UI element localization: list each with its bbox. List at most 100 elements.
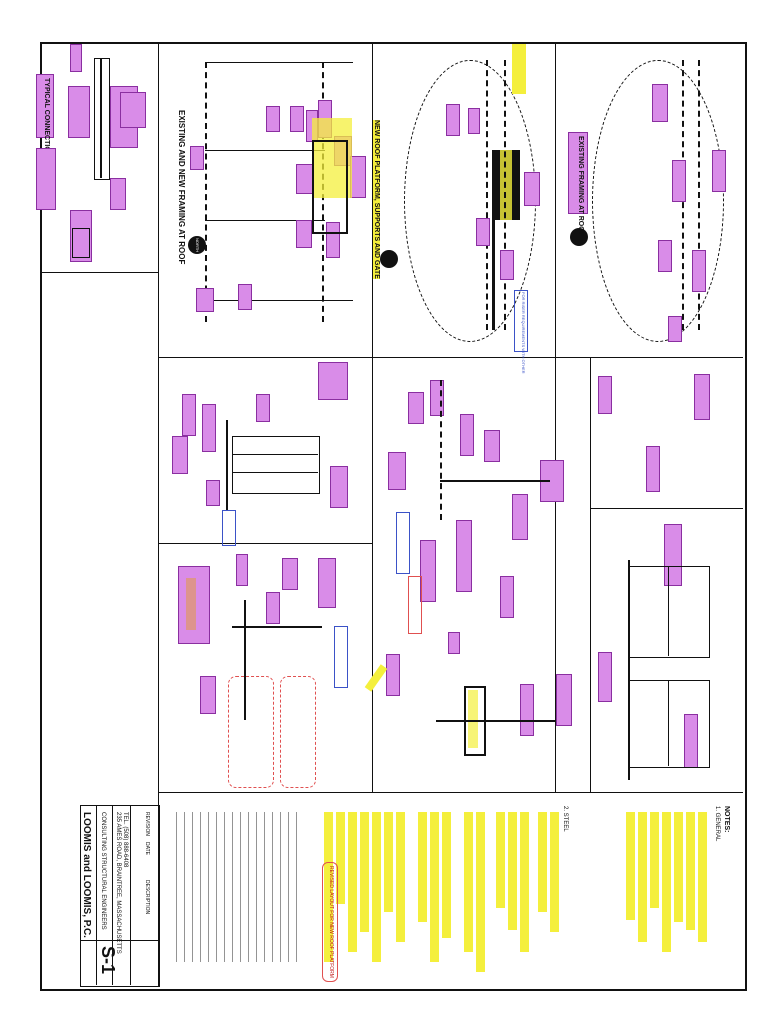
divider-h-590 (590, 508, 743, 509)
tb-line-4 (80, 940, 158, 941)
note-line-3 (674, 812, 683, 922)
highlight-platform-deck (500, 150, 512, 220)
markup-midcenter-4 (460, 414, 474, 456)
markup-left-5 (110, 178, 126, 210)
title-block-firm: LOOMIS and LOOMIS, P.C. (81, 812, 92, 938)
note-line-11 (508, 812, 517, 930)
markup-existing-3 (672, 160, 686, 202)
gate-frame-3-bar (668, 680, 669, 766)
markup-left-3 (36, 148, 56, 210)
note-line-24 (324, 812, 333, 962)
revised-callout-box (322, 862, 338, 982)
note-line-15 (442, 812, 451, 938)
markup-framing-8 (296, 220, 312, 248)
divider-left-column (158, 42, 159, 987)
title-block-line1: CONSULTING STRUCTURAL ENGINEERS (100, 812, 106, 930)
markup-midleft-2 (172, 436, 188, 474)
markup-lowerleft-6 (266, 592, 280, 624)
markup-midleft-4 (256, 394, 270, 422)
gate-rail (628, 560, 630, 780)
markup-midcenter-2 (408, 392, 424, 424)
markup-lowerleft-4 (318, 558, 336, 608)
markup-midcenter-13 (556, 674, 572, 726)
platform-dash-2 (504, 60, 506, 330)
divider-horizontal-mid (158, 357, 743, 358)
divider-v-555 (555, 42, 556, 792)
markup-existing-1 (652, 84, 668, 122)
note-line-19 (384, 812, 393, 912)
markup-midcenter-12 (520, 684, 534, 736)
lowerleft-beam (232, 626, 322, 628)
markup-platform-5 (476, 218, 490, 246)
title-block-description: DESCRIPTION (144, 880, 150, 915)
markup-lowerleft-highlight (186, 578, 196, 630)
note-line-10 (520, 812, 529, 952)
sheet-border (40, 42, 747, 991)
note-line-8 (550, 812, 559, 932)
markup-midleft-1 (182, 394, 196, 436)
tb-line-1 (96, 805, 97, 985)
markup-framing-10 (190, 146, 204, 170)
markup-midcenter-7 (512, 494, 528, 540)
title-block-revision: REVISION (144, 812, 150, 836)
callout-connection-4 (334, 626, 348, 688)
markup-midright-5 (598, 652, 612, 702)
north-label-1: NORTH (195, 238, 200, 253)
title-block-date: DATE (144, 842, 150, 855)
markup-framing-12 (238, 284, 252, 310)
divider-left-small (40, 272, 158, 273)
north-arrow-1 (188, 236, 206, 254)
highlight-platform-top (512, 44, 526, 94)
note-line-5 (650, 812, 659, 908)
markup-platform-4 (500, 250, 514, 280)
markup-midcenter-1 (388, 452, 406, 490)
connection-plate (100, 58, 102, 178)
note-line-18 (396, 812, 405, 942)
title-block-line3: TEL. (508) 888-6408 (122, 812, 128, 868)
divider-v-590 (590, 357, 591, 792)
lowerleft-column (244, 600, 246, 720)
framing-joist-1 (205, 150, 325, 151)
gate-frame-3 (628, 680, 710, 768)
markup-midcenter-11 (386, 654, 400, 696)
notes-general: 1. GENERAL (714, 806, 720, 842)
markup-midcenter-8 (420, 540, 436, 602)
markup-midleft-5 (318, 362, 348, 400)
markup-lowerleft-3 (282, 558, 298, 590)
markup-midcenter-5 (484, 430, 500, 462)
gate-frame-2 (628, 566, 710, 658)
view-title-existing: EXISTING FRAMING AT ROOF (577, 136, 584, 236)
markup-midleft-6 (330, 466, 348, 508)
divider-v-372 (372, 42, 373, 792)
notes-heading: NOTES: (723, 806, 730, 833)
note-line-9 (538, 812, 547, 912)
midcenter-wall (440, 480, 550, 482)
highlight-framing-1 (312, 118, 352, 198)
markup-framing-11 (196, 288, 214, 312)
markup-midright-1 (598, 376, 612, 414)
note-line-12 (496, 812, 505, 908)
note-line-20 (372, 812, 381, 962)
markup-existing-4 (658, 240, 672, 272)
roof-dome-outline-2 (592, 60, 724, 342)
markup-platform-3 (524, 172, 540, 206)
notes-text-block (176, 812, 302, 962)
markup-existing-2 (712, 150, 726, 192)
view-title-existing-new: EXISTING AND NEW FRAMING AT ROOF (177, 110, 186, 265)
midcenter-dash-1 (440, 380, 442, 520)
markup-midcenter-9 (456, 520, 472, 592)
note-line-2 (686, 812, 695, 930)
notes-steel: 2. STEEL (562, 806, 568, 832)
framing-beam-2 (205, 300, 353, 301)
markup-midright-2 (694, 374, 710, 420)
framing-joist-2 (205, 220, 325, 221)
tb-line-2 (112, 805, 113, 985)
note-line-21 (360, 812, 369, 932)
gate-post-left (226, 420, 228, 510)
north-arrow-2 (380, 250, 398, 268)
framing-beam-1 (205, 62, 353, 63)
connection-grid (72, 228, 90, 258)
markup-left-2 (68, 86, 90, 138)
note-line-13 (476, 812, 485, 972)
